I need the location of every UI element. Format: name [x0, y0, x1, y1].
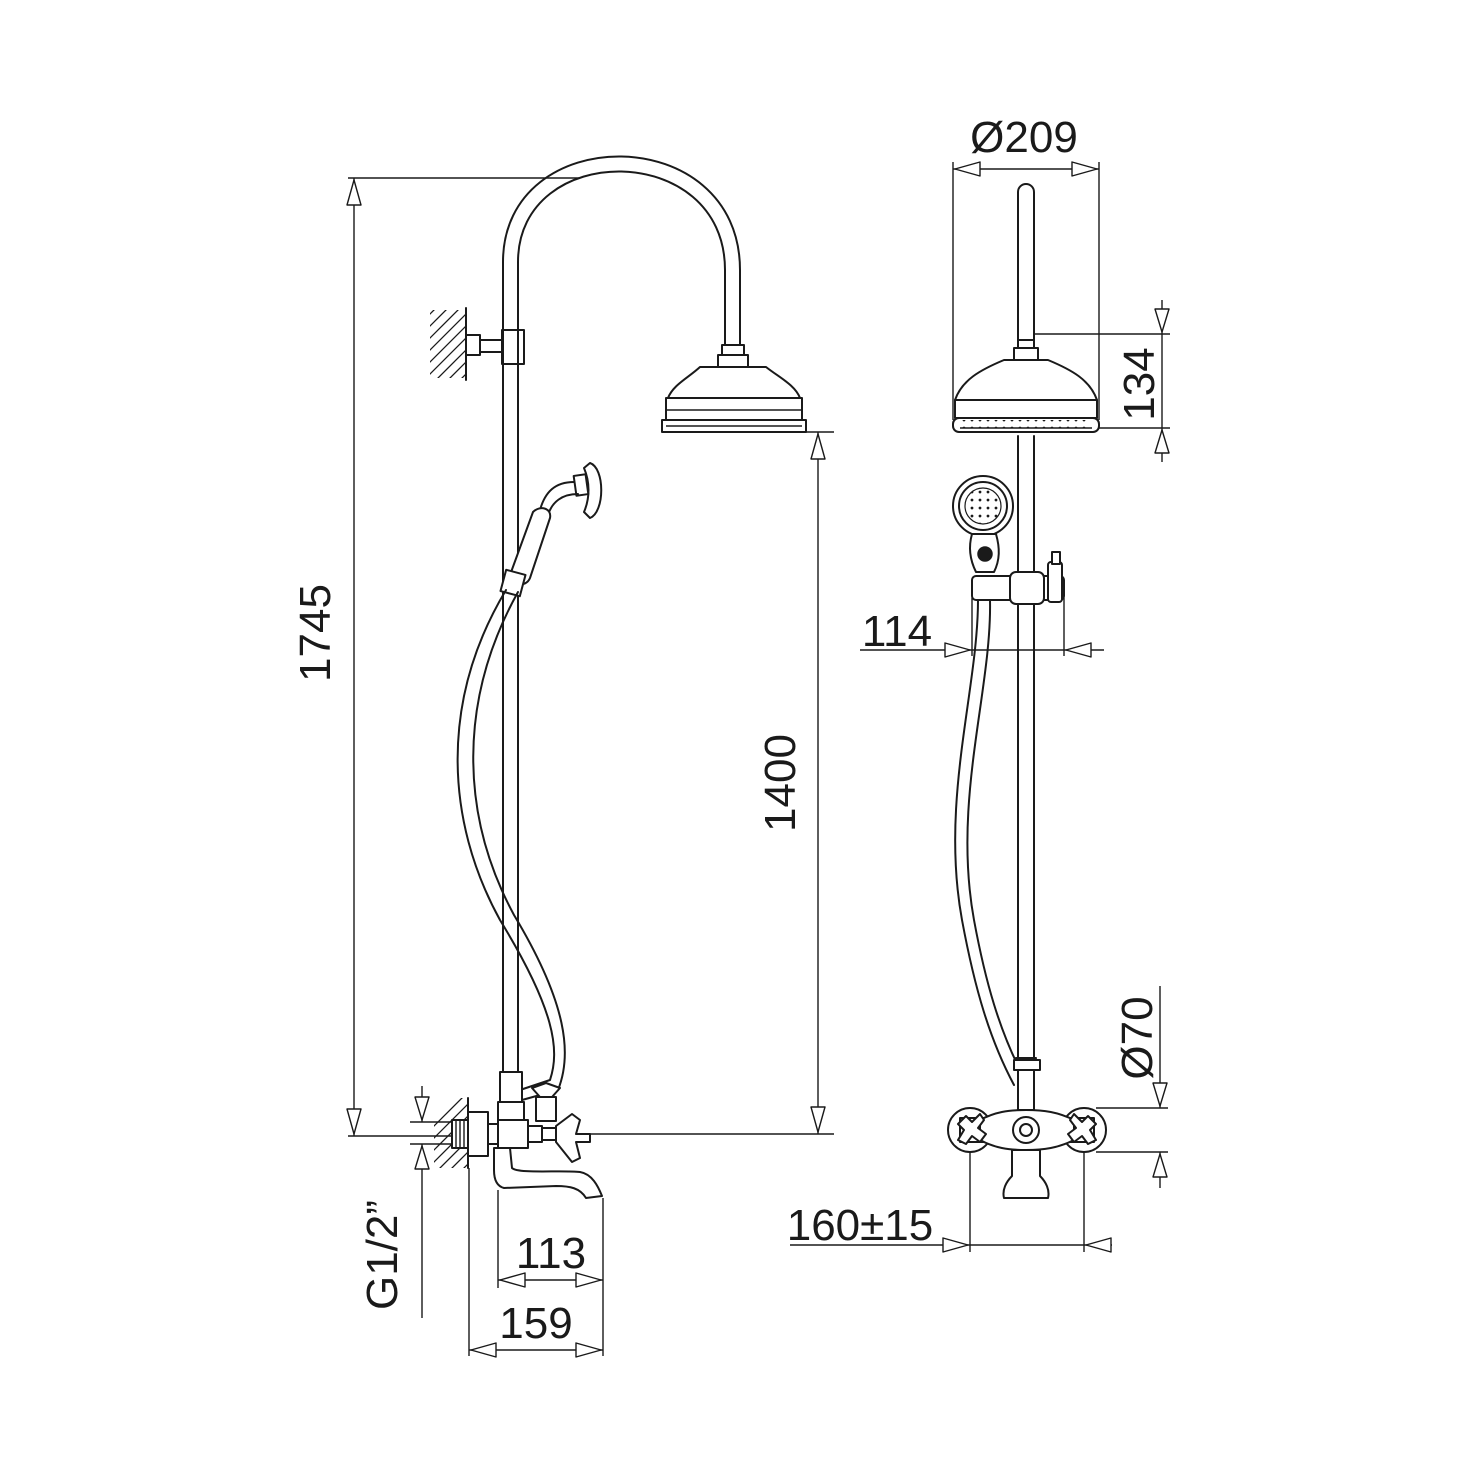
dimension-spout-reach: 113 — [497, 1190, 604, 1356]
centre-distance-label: 160±15 — [787, 1201, 934, 1250]
connection-thread-label: G1/2” — [358, 1200, 407, 1310]
shower-hose-front — [954, 599, 1021, 1086]
flange-diameter-label: Ø70 — [1113, 996, 1162, 1079]
slider-offset-label: 114 — [862, 607, 932, 656]
mixer-side — [434, 1071, 603, 1199]
mixer-front — [947, 1057, 1107, 1199]
total-height-label: 1745 — [291, 584, 340, 682]
dimension-head-height: 1400 — [590, 431, 834, 1135]
slider-bracket-front — [971, 551, 1065, 605]
dimension-connection-thread: G1/2” — [358, 1086, 452, 1318]
riser-pipe — [502, 155, 741, 1073]
dimension-flange-diameter: Ø70 — [1096, 986, 1168, 1188]
dimension-centre-distance: 160±15 — [787, 1152, 1112, 1253]
riser-front — [1017, 183, 1035, 1061]
dimension-head-diameter: Ø209 — [952, 113, 1100, 420]
head-diameter-label: Ø209 — [970, 113, 1078, 162]
side-view: 1745 1400 G1/2” 113 — [291, 155, 834, 1358]
head-height-label: 1400 — [756, 734, 805, 832]
hand-shower-front — [952, 475, 1014, 573]
shower-head-front — [952, 339, 1100, 433]
overall-depth-label: 159 — [499, 1299, 572, 1348]
hand-shower-side — [499, 462, 603, 598]
dimension-total-height: 1745 — [291, 177, 580, 1137]
dimension-slider-offset: 114 — [860, 598, 1104, 658]
dimension-overall-depth: 159 — [468, 1168, 603, 1358]
shower-head-side — [661, 344, 807, 433]
front-view: Ø209 134 114 — [787, 113, 1170, 1253]
wall-bracket-top — [430, 307, 525, 381]
head-depth-label: 134 — [1115, 347, 1164, 420]
dimension-head-depth: 134 — [1034, 300, 1170, 462]
spout-reach-label: 113 — [516, 1229, 586, 1278]
shower-hose-side — [456, 589, 566, 1101]
